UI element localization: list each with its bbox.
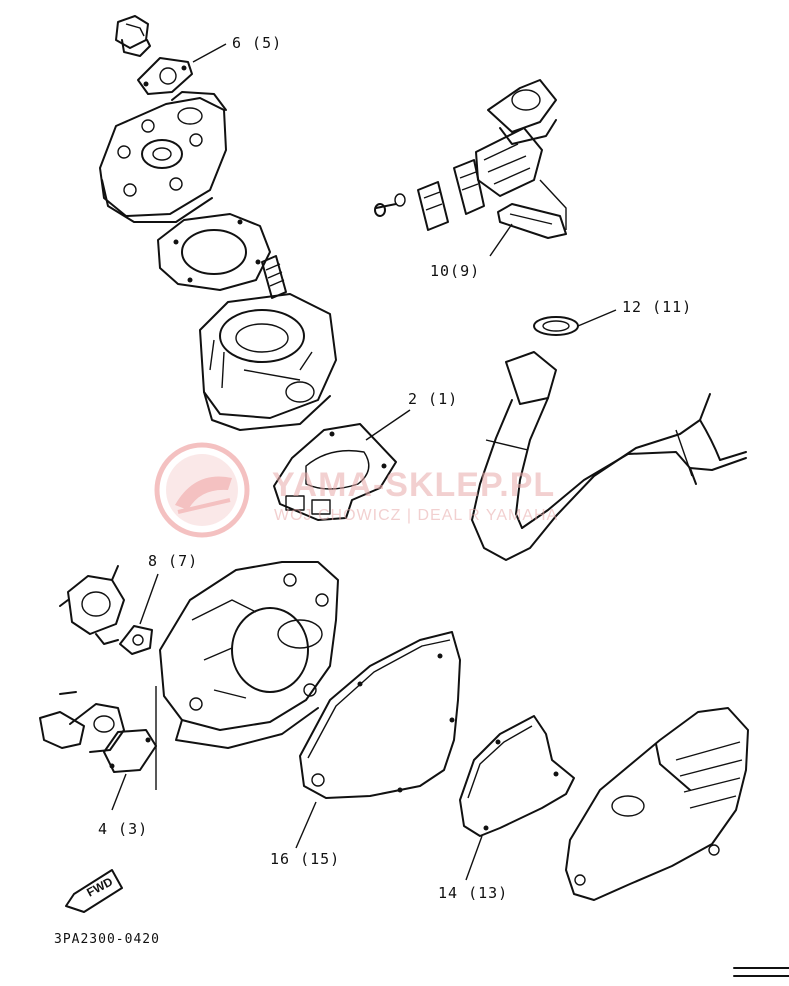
- label-part-12: 12 (11): [622, 298, 693, 316]
- clutch-cover-part: [565, 707, 749, 901]
- watermark-brand: YAMA-SKLEP.PL: [272, 466, 556, 504]
- leader-14: [465, 835, 483, 881]
- leader-16: [295, 801, 317, 849]
- clutch-gasket-part: [459, 715, 575, 837]
- label-part-2: 2 (1): [408, 390, 459, 408]
- corner-mark: [733, 967, 789, 977]
- water-pump-part: [39, 691, 125, 753]
- label-part-14: 14 (13): [438, 884, 509, 902]
- label-part-10: 10(9): [430, 262, 481, 280]
- reed-valve-part: [417, 127, 543, 231]
- gasket-6-part: [137, 57, 193, 95]
- exhaust-oring-part: [533, 316, 579, 336]
- stud-bolt-part: [261, 255, 287, 299]
- cylinder-part: [199, 293, 337, 431]
- intake-joint-part: [487, 79, 557, 145]
- label-part-4: 4 (3): [98, 820, 149, 838]
- leader-10: [489, 223, 513, 257]
- watermark-subtitle: WOJ CHOWICZ | DEAL R YAMAHA: [274, 507, 559, 524]
- thermo-cap-part: [115, 15, 151, 57]
- pump-gasket-part: [119, 625, 153, 655]
- oil-pump-part: [59, 565, 125, 645]
- diagram-code: 3PA2300-0420: [54, 932, 160, 947]
- pump-cover-gasket-part: [103, 729, 157, 773]
- cylinder-head-part: [99, 91, 227, 223]
- screw-part: [374, 193, 406, 217]
- crankcase-part: [159, 561, 339, 749]
- reed-gasket-part: [497, 203, 567, 239]
- leader-12: [577, 309, 617, 327]
- leader-8: [139, 573, 159, 625]
- leader-4: [111, 773, 127, 811]
- base-gasket-part: [273, 423, 397, 521]
- label-part-16: 16 (15): [270, 850, 341, 868]
- label-part-8: 8 (7): [148, 552, 199, 570]
- exhaust-pipe-part: [471, 351, 747, 561]
- fwd-arrow-icon: [65, 869, 123, 913]
- leader-2: [365, 409, 411, 441]
- reed-bracket-line: [539, 179, 567, 230]
- label-part-6: 6 (5): [232, 34, 283, 52]
- crankcase-gasket-part: [299, 631, 461, 799]
- head-gasket-part: [157, 213, 271, 291]
- leader-6: [192, 43, 227, 63]
- watermark-logo-icon: [154, 442, 250, 538]
